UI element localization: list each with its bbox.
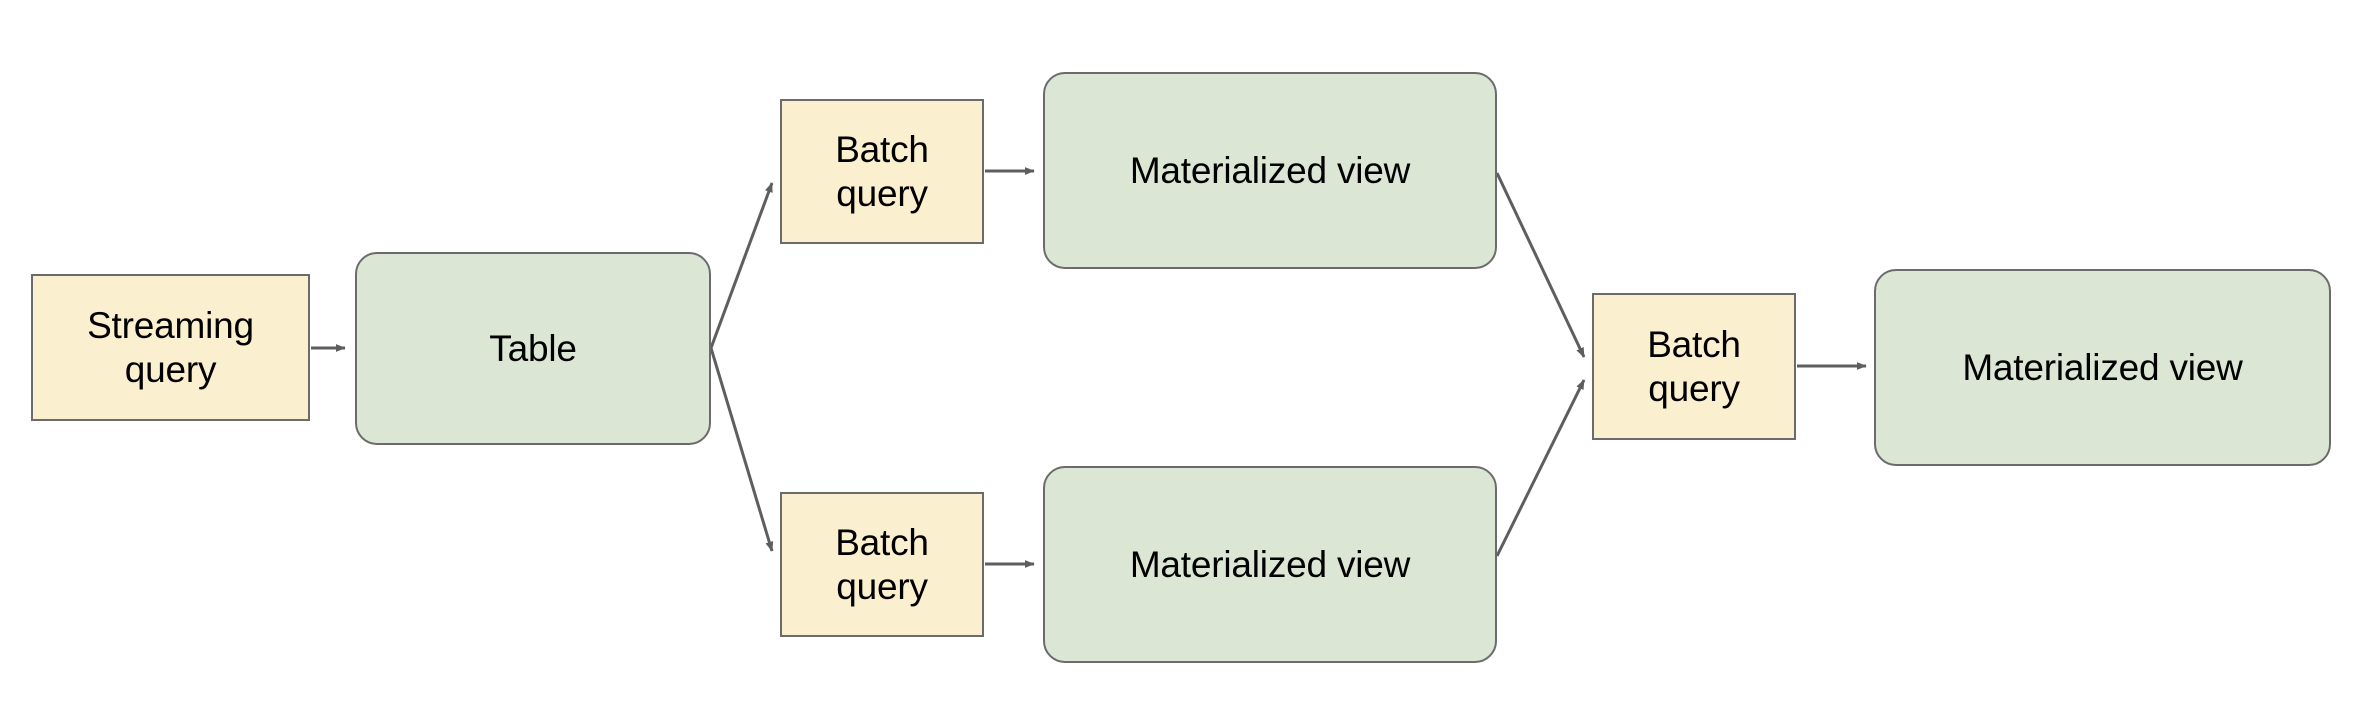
node-batch-query-join[interactable]: Batch query bbox=[1592, 293, 1796, 440]
node-table[interactable]: Table bbox=[355, 252, 711, 445]
node-materialized-view-top[interactable]: Materialized view bbox=[1043, 72, 1497, 269]
node-batch-query-bottom[interactable]: Batch query bbox=[780, 492, 984, 637]
node-batch-query-join-label: Batch query bbox=[1647, 323, 1741, 409]
node-streaming-query-label: Streaming query bbox=[87, 304, 254, 390]
node-streaming-query[interactable]: Streaming query bbox=[31, 274, 310, 421]
node-materialized-view-final[interactable]: Materialized view bbox=[1874, 269, 2331, 466]
node-materialized-view-bottom[interactable]: Materialized view bbox=[1043, 466, 1497, 663]
node-materialized-view-final-label: Materialized view bbox=[1962, 346, 2243, 388]
edge-table-to-batch-bottom bbox=[709, 347, 774, 552]
edge-mv-top-to-batch-join bbox=[1495, 172, 1586, 358]
node-batch-query-top[interactable]: Batch query bbox=[780, 99, 984, 244]
node-materialized-view-top-label: Materialized view bbox=[1129, 149, 1411, 191]
node-materialized-view-bottom-label: Materialized view bbox=[1129, 543, 1411, 585]
node-batch-query-top-label: Batch query bbox=[835, 128, 929, 214]
edge-mv-bottom-to-batch-join bbox=[1495, 379, 1586, 557]
node-batch-query-bottom-label: Batch query bbox=[835, 521, 929, 607]
edge-table-to-batch-top bbox=[709, 182, 774, 349]
node-table-label: Table bbox=[489, 327, 577, 369]
